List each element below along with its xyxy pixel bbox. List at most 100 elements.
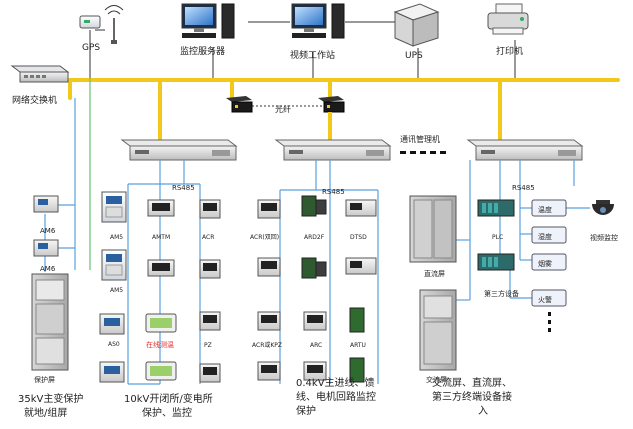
acr-dual-meter-2 bbox=[257, 257, 281, 277]
acr-dual-meter-1: ACR(双回) bbox=[250, 199, 281, 241]
section-35kv: AM6 AM6 保护屏 35kV主变保护 就地/组屏 bbox=[18, 78, 91, 419]
pz-label: PZ bbox=[204, 342, 212, 349]
as0-device-1: AS0 bbox=[99, 313, 125, 348]
acr-kpz-meter-1: ACR或KPZ bbox=[252, 311, 282, 349]
section4-rs485-label: RS485 bbox=[512, 184, 535, 192]
printer-label: 打印机 bbox=[496, 45, 523, 57]
section4-caption-2: 第三方终端设备接 bbox=[432, 390, 512, 403]
video-workstation: 视频工作站 bbox=[290, 3, 345, 61]
ups-unit: UPS bbox=[393, 3, 440, 61]
artu-device-1: ARTU bbox=[349, 307, 366, 349]
section4-caption-1: 交流屏、直流屏、 bbox=[432, 376, 512, 389]
plc-label: PLC bbox=[492, 234, 503, 241]
dc-screen-label: 直流屏 bbox=[424, 269, 445, 278]
temperature-label: 温度 bbox=[538, 205, 552, 214]
artu-label: ARTU bbox=[350, 342, 366, 349]
ac-screen-label: 交流屏 bbox=[426, 375, 447, 384]
online-temp-monitor-2 bbox=[145, 361, 177, 381]
video-workstation-label: 视频工作站 bbox=[290, 49, 335, 61]
am5-label: AM5 bbox=[110, 234, 123, 241]
comm-rack-1 bbox=[120, 139, 238, 161]
dtsd-meter-2 bbox=[345, 257, 377, 275]
as0-label: AS0 bbox=[108, 341, 120, 348]
section3-caption-3: 保护 bbox=[296, 404, 316, 417]
section2-caption-2: 保护、监控 bbox=[142, 406, 192, 419]
am6-device-2: AM6 bbox=[33, 239, 59, 273]
smoke-label: 烟雾 bbox=[538, 259, 552, 268]
amtm-label: AMTM bbox=[152, 234, 170, 241]
acr-dual-label: ACR(双回) bbox=[250, 234, 279, 241]
amtm-meter-1: AMTM bbox=[147, 199, 175, 241]
dc-screen-cabinet: 直流屏 bbox=[409, 195, 457, 278]
humidity-label: 湿度 bbox=[538, 232, 552, 241]
am5-relay-1: AM5 bbox=[101, 191, 127, 241]
am6-label-2: AM6 bbox=[40, 265, 56, 273]
ard2f-device-1: ARD2F bbox=[301, 195, 327, 241]
section-04kv: RS485 ACR(双回) ACR或KPZ ARD2F bbox=[250, 160, 379, 417]
protection-cabinet-label: 保护屏 bbox=[34, 375, 55, 384]
pz-meter-1: PZ bbox=[199, 311, 221, 349]
acr-kpz-label: ACR或KPZ bbox=[252, 341, 282, 349]
sensor-humidity: 湿度 bbox=[531, 226, 567, 244]
gps-label: GPS bbox=[82, 43, 100, 53]
dome-camera-icon: 视频监控 bbox=[590, 200, 618, 242]
section3-rs485-label: RS485 bbox=[322, 188, 345, 196]
fiber-link: 光纤 bbox=[226, 96, 345, 140]
amtm-meter-2 bbox=[147, 259, 175, 277]
fiber-converter-right bbox=[318, 96, 345, 113]
gps-receiver: GPS bbox=[79, 15, 101, 53]
sensor-fire: 火警 bbox=[531, 289, 567, 307]
top-links bbox=[89, 21, 516, 80]
comm-rack-3 bbox=[466, 139, 584, 161]
section2-caption-1: 10kV开闭所/变电所 bbox=[124, 392, 213, 405]
ups-label: UPS bbox=[405, 51, 423, 61]
plc-module-2 bbox=[477, 253, 515, 271]
section-third-party: RS485 直流屏 交流屏 PLC 第三方设备 bbox=[409, 160, 618, 417]
online-temp-monitor-1: 在线测温 bbox=[145, 313, 177, 349]
acr-label: ACR bbox=[202, 234, 214, 241]
am5-label-2: AM5 bbox=[110, 287, 123, 294]
ac-screen-cabinet: 交流屏 bbox=[419, 289, 457, 384]
section3-caption-1: 0.4kV主进线、馈 bbox=[296, 376, 375, 389]
section2-rs485-label: RS485 bbox=[172, 184, 195, 192]
monitor-server: 监控服务器 bbox=[180, 3, 235, 57]
acr-kpz-meter-2 bbox=[257, 361, 281, 381]
fiber-converter-left bbox=[226, 96, 253, 113]
fiber-label: 光纤 bbox=[275, 104, 291, 114]
am6-label-1: AM6 bbox=[40, 227, 56, 235]
sensor-temperature: 温度 bbox=[531, 199, 567, 217]
ethernet-bus bbox=[68, 78, 620, 142]
printer-icon: 打印机 bbox=[487, 3, 529, 57]
dtsd-meter-1: DTSD bbox=[345, 199, 377, 241]
network-switch: 网络交换机 bbox=[10, 65, 70, 106]
ellipsis-dots bbox=[400, 151, 446, 154]
acr-meter-1: ACR bbox=[199, 199, 221, 241]
acr-meter-2 bbox=[199, 259, 221, 279]
comm-manager-label: 通讯管理机 bbox=[400, 134, 440, 144]
section3-caption-2: 线、电机回路监控 bbox=[296, 390, 376, 403]
arc-meter-2 bbox=[303, 361, 327, 381]
online-monitor-label: 在线测温 bbox=[146, 340, 174, 349]
ard2f-device-2 bbox=[301, 257, 327, 279]
am6-device-1: AM6 bbox=[33, 195, 59, 235]
monitor-server-label: 监控服务器 bbox=[180, 45, 225, 57]
third-party-label: 第三方设备 bbox=[484, 289, 519, 298]
video-monitor-label: 视频监控 bbox=[590, 233, 618, 242]
artu-device-2 bbox=[349, 357, 365, 383]
pz-meter-2 bbox=[199, 363, 221, 383]
sensor-smoke: 烟雾 bbox=[531, 253, 567, 271]
network-switch-label: 网络交换机 bbox=[12, 94, 57, 106]
am5-relay-2: AM5 bbox=[101, 249, 127, 294]
vertical-ellipsis bbox=[548, 312, 551, 332]
ard2f-label: ARD2F bbox=[304, 234, 325, 241]
plc-module-1: PLC bbox=[477, 199, 515, 241]
comm-rack-2 bbox=[274, 139, 392, 161]
section1-caption-2: 就地/组屏 bbox=[24, 406, 67, 419]
as0-device-2 bbox=[99, 361, 125, 383]
section-10kv: RS485 AM5 AM5 AS0 AMTM bbox=[99, 160, 221, 419]
protection-cabinet: 保护屏 bbox=[31, 273, 69, 384]
section4-caption-3: 入 bbox=[478, 406, 488, 417]
arc-meter-1: ARC bbox=[303, 311, 327, 349]
dtsd-label: DTSD bbox=[350, 234, 367, 241]
